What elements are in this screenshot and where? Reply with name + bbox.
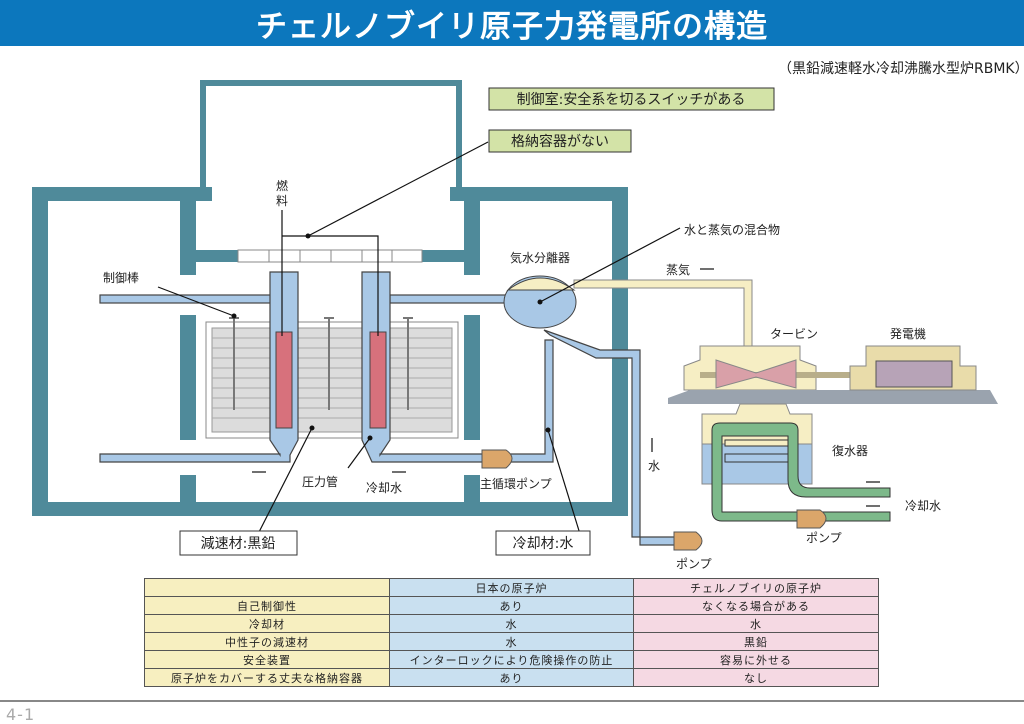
plant-diagram: 制御室:安全系を切るスイッチがある 格納容器がない 減速材:黒鉛 冷却材:水 燃… bbox=[32, 80, 998, 571]
table-header-row: 日本の原子炉 チェルノブイリの原子炉 bbox=[144, 578, 879, 597]
label-cooling-water-right: 冷却水 bbox=[905, 499, 941, 513]
row-label: 中性子の減速材 bbox=[144, 632, 390, 651]
turbine bbox=[668, 345, 998, 404]
cell-japan: 水 bbox=[389, 632, 634, 651]
label-pump-feed: ポンプ bbox=[676, 557, 712, 571]
table-corner-cell bbox=[144, 578, 390, 597]
label-condenser: 復水器 bbox=[832, 443, 868, 458]
cell-japan: あり bbox=[389, 668, 634, 687]
comparison-table: 日本の原子炉 チェルノブイリの原子炉 自己制御性 あり なくなる場合がある 冷却… bbox=[144, 578, 879, 687]
flow-arrows bbox=[252, 268, 880, 507]
label-generator: 発電機 bbox=[890, 326, 926, 341]
leader-lines bbox=[157, 141, 681, 535]
label-steam-separator: 気水分離器 bbox=[510, 250, 570, 265]
graphite-moderator bbox=[205, 321, 459, 439]
comparison-table-wrap: 日本の原子炉 チェルノブイリの原子炉 自己制御性 あり なくなる場合がある 冷却… bbox=[144, 578, 879, 687]
condenser bbox=[701, 403, 891, 522]
column-header-japan: 日本の原子炉 bbox=[389, 578, 634, 597]
generator bbox=[849, 345, 977, 391]
column-header-chernobyl: チェルノブイリの原子炉 bbox=[633, 578, 879, 597]
fuel-rods bbox=[275, 331, 387, 429]
leader-dots bbox=[231, 233, 551, 441]
page-number: 4-1 bbox=[6, 705, 36, 724]
table-row: 自己制御性 あり なくなる場合がある bbox=[144, 596, 879, 615]
cell-chernobyl: なし bbox=[633, 668, 879, 687]
callout-moderator-box bbox=[179, 530, 298, 556]
page-title: チェルノブイリ原子力発電所の構造 bbox=[256, 8, 768, 45]
callout-coolant-box bbox=[495, 530, 591, 556]
table-row: 安全装置 インターロックにより危険操作の防止 容易に外せる bbox=[144, 650, 879, 669]
table-row: 原子炉をカバーする丈夫な格納容器 あり なし bbox=[144, 668, 879, 687]
table-row: 冷却材 水 水 bbox=[144, 614, 879, 633]
pumps bbox=[481, 449, 827, 551]
label-cooling-water-core: 冷却水 bbox=[366, 481, 402, 495]
callout-no-containment-box bbox=[488, 129, 632, 153]
row-label: 冷却材 bbox=[144, 614, 390, 633]
label-control-rod: 制御棒 bbox=[103, 270, 139, 285]
coolant-pipes bbox=[99, 271, 681, 546]
label-water-steam-mixture: 水と蒸気の混合物 bbox=[684, 222, 780, 237]
cell-chernobyl: 水 bbox=[633, 614, 879, 633]
row-label: 原子炉をカバーする丈夫な格納容器 bbox=[144, 668, 390, 687]
row-label: 安全装置 bbox=[144, 650, 390, 669]
title-bar: チェルノブイリ原子力発電所の構造 bbox=[0, 0, 1024, 46]
reactor-type-subtitle: （黒鉛減速軽水冷却沸騰水型炉RBMK） bbox=[778, 61, 1024, 77]
control-rods bbox=[229, 317, 413, 410]
footer-divider bbox=[0, 700, 1024, 702]
label-fuel-1: 燃 bbox=[276, 178, 288, 193]
reactor-building bbox=[32, 80, 628, 516]
top-shield bbox=[237, 249, 423, 263]
cell-chernobyl: 黒鉛 bbox=[633, 632, 879, 651]
label-steam: 蒸気 bbox=[666, 262, 690, 277]
callout-no-containment: 格納容器がない bbox=[511, 133, 609, 150]
callout-control-room: 制御室:安全系を切るスイッチがある bbox=[517, 91, 746, 108]
callout-moderator: 減速材:黒鉛 bbox=[201, 535, 276, 552]
label-turbine: タービン bbox=[770, 327, 818, 341]
cell-japan: インターロックにより危険操作の防止 bbox=[389, 650, 634, 669]
callout-control-room-box bbox=[488, 87, 775, 111]
fuel-leader-lines bbox=[281, 210, 379, 336]
cell-chernobyl: なくなる場合がある bbox=[633, 596, 879, 615]
row-label: 自己制御性 bbox=[144, 596, 390, 615]
cell-japan: 水 bbox=[389, 614, 634, 633]
label-water: 水 bbox=[648, 459, 660, 473]
label-pressure-tube: 圧力管 bbox=[302, 474, 338, 489]
callout-coolant: 冷却材:水 bbox=[513, 536, 574, 552]
cell-chernobyl: 容易に外せる bbox=[633, 650, 879, 669]
label-main-circulation-pump: 主循環ポンプ bbox=[480, 477, 552, 491]
table-row: 中性子の減速材 水 黒鉛 bbox=[144, 632, 879, 651]
cell-japan: あり bbox=[389, 596, 634, 615]
label-fuel-2: 料 bbox=[276, 194, 288, 208]
label-pump-condenser: ポンプ bbox=[806, 531, 842, 545]
